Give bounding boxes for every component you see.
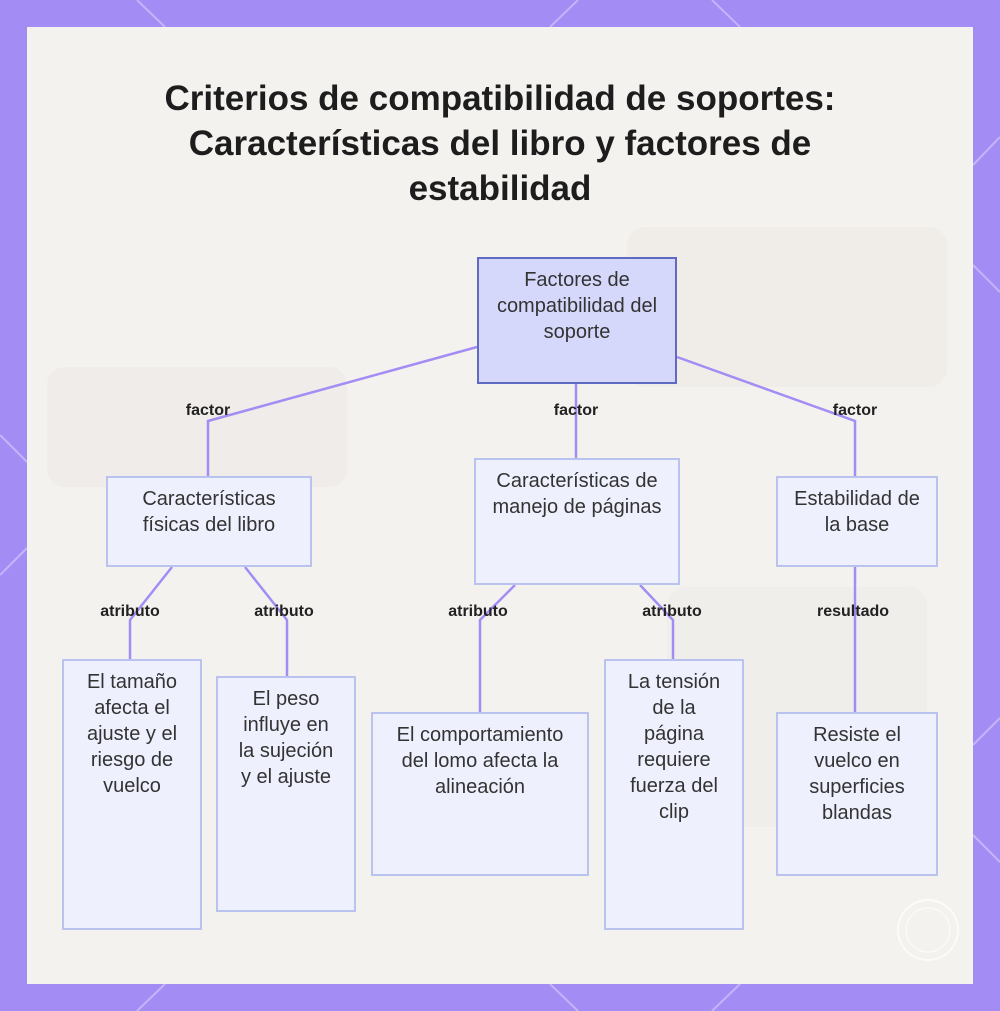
- edge-root-base: [676, 355, 857, 476]
- background-blur-shape: [627, 227, 947, 387]
- watermark-logo: [897, 899, 959, 961]
- edge-label-attribute: atributo: [448, 603, 508, 620]
- node-physical-characteristics: Características físicas del libro: [106, 476, 312, 567]
- edge-physical-size: [128, 566, 173, 659]
- edge-root-physical: [206, 345, 478, 476]
- node-base-label: Estabilidad de la base: [794, 488, 920, 536]
- node-root-label: Factores de compatibilidad del soporte: [496, 269, 658, 343]
- node-tip-resistance: Resiste el vuelco en superficies blandas: [776, 712, 938, 876]
- node-spine: El comportamiento del lomo afecta la ali…: [371, 712, 589, 876]
- node-tension-label: La tensión de la página requiere fuerza …: [627, 671, 721, 823]
- node-page-handling: Características de manejo de páginas: [474, 458, 680, 585]
- node-weight-label: El peso influye en la sujeción y el ajus…: [238, 688, 334, 788]
- edge-physical-weight: [244, 566, 289, 676]
- node-weight: El peso influye en la sujeción y el ajus…: [216, 676, 356, 912]
- node-spine-label: El comportamiento del lomo afecta la ali…: [396, 724, 564, 798]
- edge-label-factor: factor: [832, 402, 878, 419]
- edge-pages-tension: [639, 584, 675, 659]
- node-size-label: El tamaño afecta el ajuste y el riesgo d…: [86, 671, 178, 797]
- background-blur-shape: [47, 367, 347, 487]
- edge-label-attribute: atributo: [254, 603, 314, 620]
- edge-pages-spine: [478, 584, 516, 712]
- edge-label-factor: factor: [185, 402, 231, 419]
- edge-label-attribute: atributo: [100, 603, 160, 620]
- page-title: Criterios de compatibilidad de soportes:…: [164, 79, 836, 208]
- node-tip-label: Resiste el vuelco en superficies blandas: [809, 724, 905, 824]
- node-base-stability: Estabilidad de la base: [776, 476, 938, 567]
- edge-label-result: resultado: [816, 603, 890, 620]
- node-pages-label: Características de manejo de páginas: [492, 470, 662, 518]
- edge-label-factor: factor: [553, 402, 599, 419]
- edge-label-attribute: atributo: [642, 603, 702, 620]
- node-root: Factores de compatibilidad del soporte: [477, 257, 677, 384]
- node-size: El tamaño afecta el ajuste y el riesgo d…: [62, 659, 202, 930]
- node-physical-label: Características físicas del libro: [142, 488, 276, 536]
- node-tension: La tensión de la página requiere fuerza …: [604, 659, 744, 930]
